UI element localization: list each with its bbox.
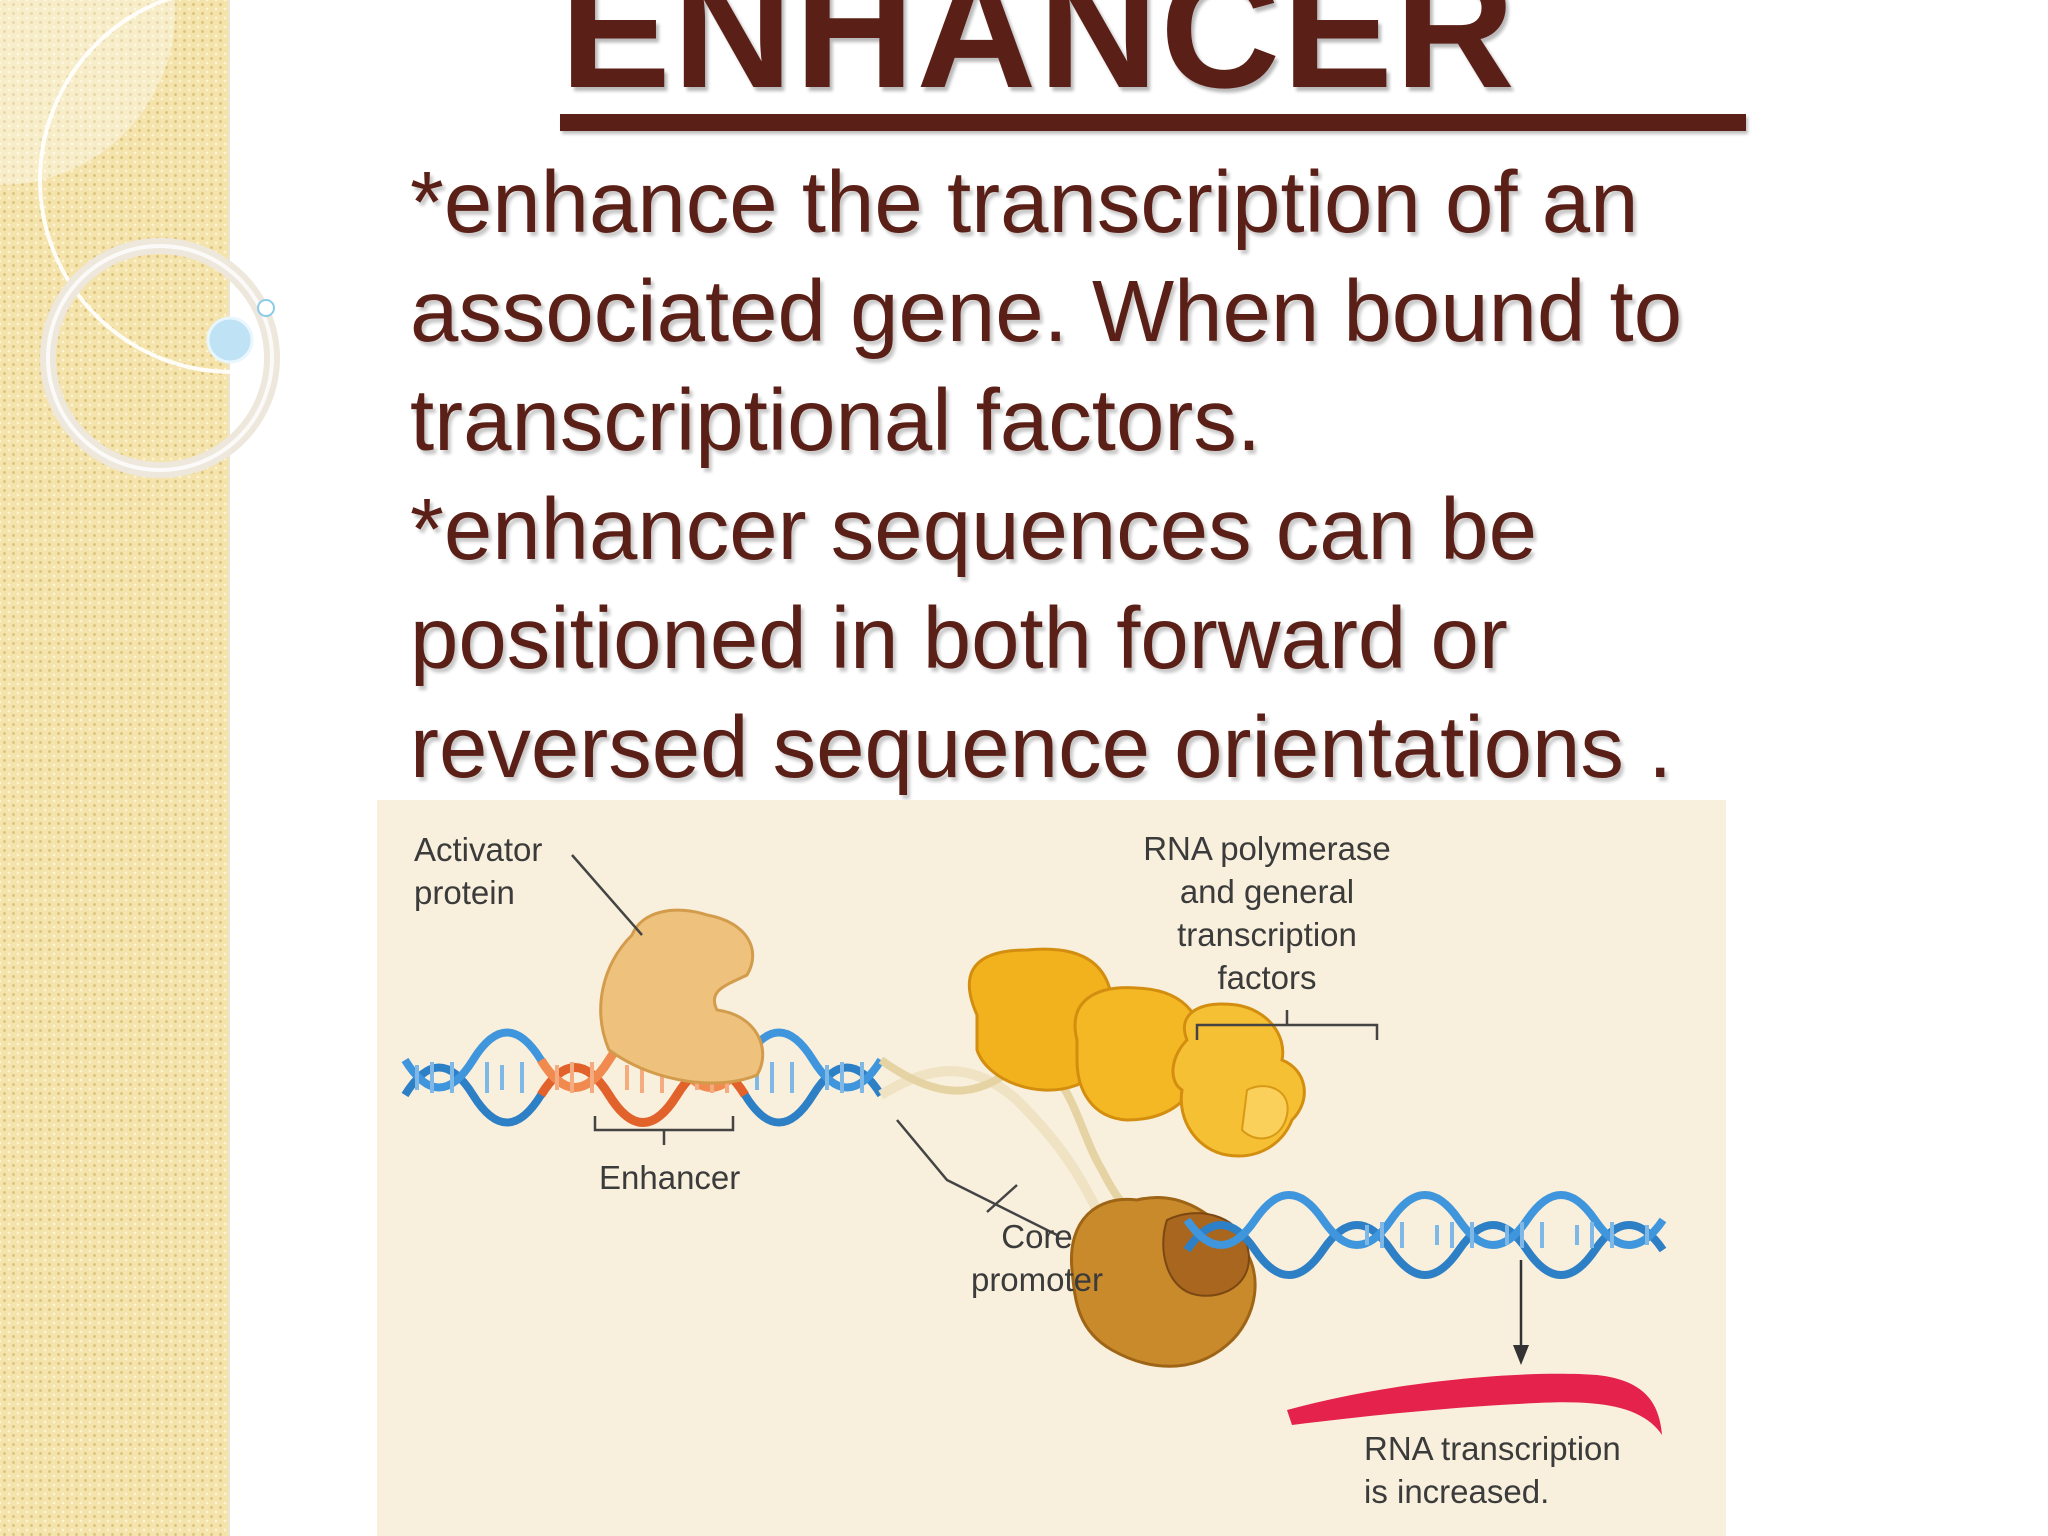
label-rna-tx-line1: RNA transcription xyxy=(1364,1430,1621,1467)
label-rna-tx-line2: is increased. xyxy=(1364,1473,1550,1510)
transcription-arrow xyxy=(1513,1260,1529,1365)
label-rna-polymerase: RNA polymerase and general transcription… xyxy=(1107,827,1427,999)
label-rna-pol-line1: RNA polymerase xyxy=(1143,830,1391,867)
slide-title: ENHANCER xyxy=(560,0,1517,123)
title-underline xyxy=(560,114,1746,131)
label-rna-pol-line3: transcription xyxy=(1177,916,1357,953)
label-activator-protein: Activator protein xyxy=(414,828,542,914)
label-core-line1: Core xyxy=(1001,1218,1073,1255)
label-core-promoter: Core promoter xyxy=(937,1215,1137,1301)
label-rna-transcription: RNA transcription is increased. xyxy=(1364,1427,1621,1513)
rna-polymerase-complex xyxy=(967,947,1306,1368)
label-enhancer: Enhancer xyxy=(599,1159,741,1196)
label-activator-line2: protein xyxy=(414,874,515,911)
enhancer-diagram: Activator protein RNA polymerase and gen… xyxy=(377,800,1726,1536)
dna-helix-right xyxy=(1183,1191,1667,1279)
label-rna-pol-line2: and general xyxy=(1179,873,1355,910)
rna-transcript xyxy=(1287,1373,1662,1435)
diagram-artwork xyxy=(401,854,1667,1435)
activator-protein xyxy=(599,908,765,1085)
label-activator-line1: Activator xyxy=(414,831,543,868)
slide-body: *enhance the transcription of an associa… xyxy=(410,148,1790,802)
bullet-paragraph-1: *enhance the transcription of an associa… xyxy=(410,154,1683,469)
label-rna-pol-line4: factors xyxy=(1217,959,1317,996)
bullet-paragraph-2: *enhancer sequences can be positioned in… xyxy=(410,481,1673,796)
label-leaders xyxy=(571,854,1379,1237)
label-core-line2: promoter xyxy=(970,1261,1104,1298)
decorative-circles xyxy=(0,0,300,478)
